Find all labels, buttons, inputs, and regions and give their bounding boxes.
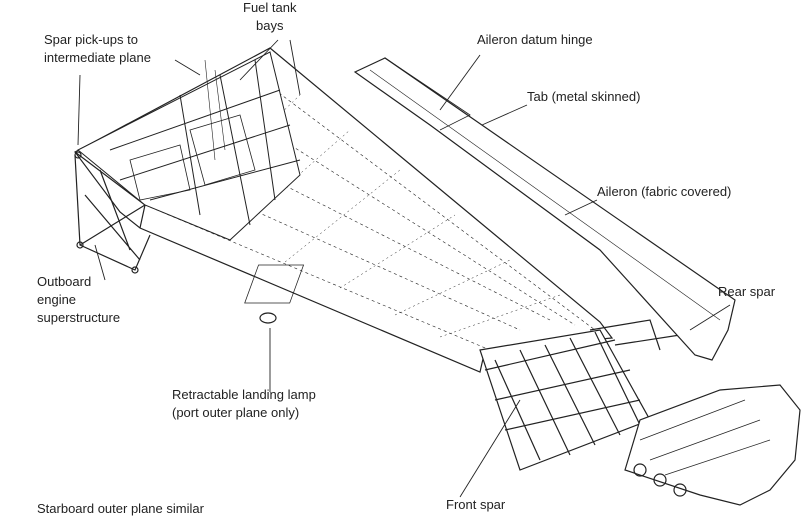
label-line: Outboard xyxy=(37,274,92,289)
label-aileron-datum-hinge: Aileron datum hinge xyxy=(477,32,593,47)
exposed-ribs-section xyxy=(479,319,681,471)
label-tab: Tab (metal skinned) xyxy=(527,89,641,104)
label-starboard-note: Starboard outer plane similar xyxy=(37,501,204,516)
label-line: Fuel tank xyxy=(243,0,297,15)
label-line: bays xyxy=(256,18,284,33)
label-line: Spar pick-ups to xyxy=(44,32,138,47)
label-line: intermediate plane xyxy=(44,50,151,65)
leader-lines xyxy=(77,39,731,498)
label-aileron: Aileron (fabric covered) xyxy=(597,184,732,199)
landing-lamp-hatch xyxy=(244,264,305,324)
label-line: engine xyxy=(37,292,77,307)
wing-tip xyxy=(624,384,801,506)
label-fuel-tank-bays: Fuel tank bays xyxy=(243,0,296,35)
label-rear-spar: Rear spar xyxy=(718,284,776,299)
aileron xyxy=(353,57,736,361)
label-outboard-engine: Outboard engine superstructure xyxy=(37,273,120,327)
label-landing-lamp: Retractable landing lamp (port outer pla… xyxy=(172,386,316,422)
label-line: Retractable landing lamp xyxy=(172,387,316,402)
engine-superstructure xyxy=(74,151,151,274)
fuel-tank-bays-structure xyxy=(77,51,301,241)
label-front-spar: Front spar xyxy=(446,497,506,512)
label-spar-pickups: Spar pick-ups to intermediate plane xyxy=(44,31,151,67)
label-line: (port outer plane only) xyxy=(172,405,300,420)
label-line: superstructure xyxy=(37,310,121,325)
